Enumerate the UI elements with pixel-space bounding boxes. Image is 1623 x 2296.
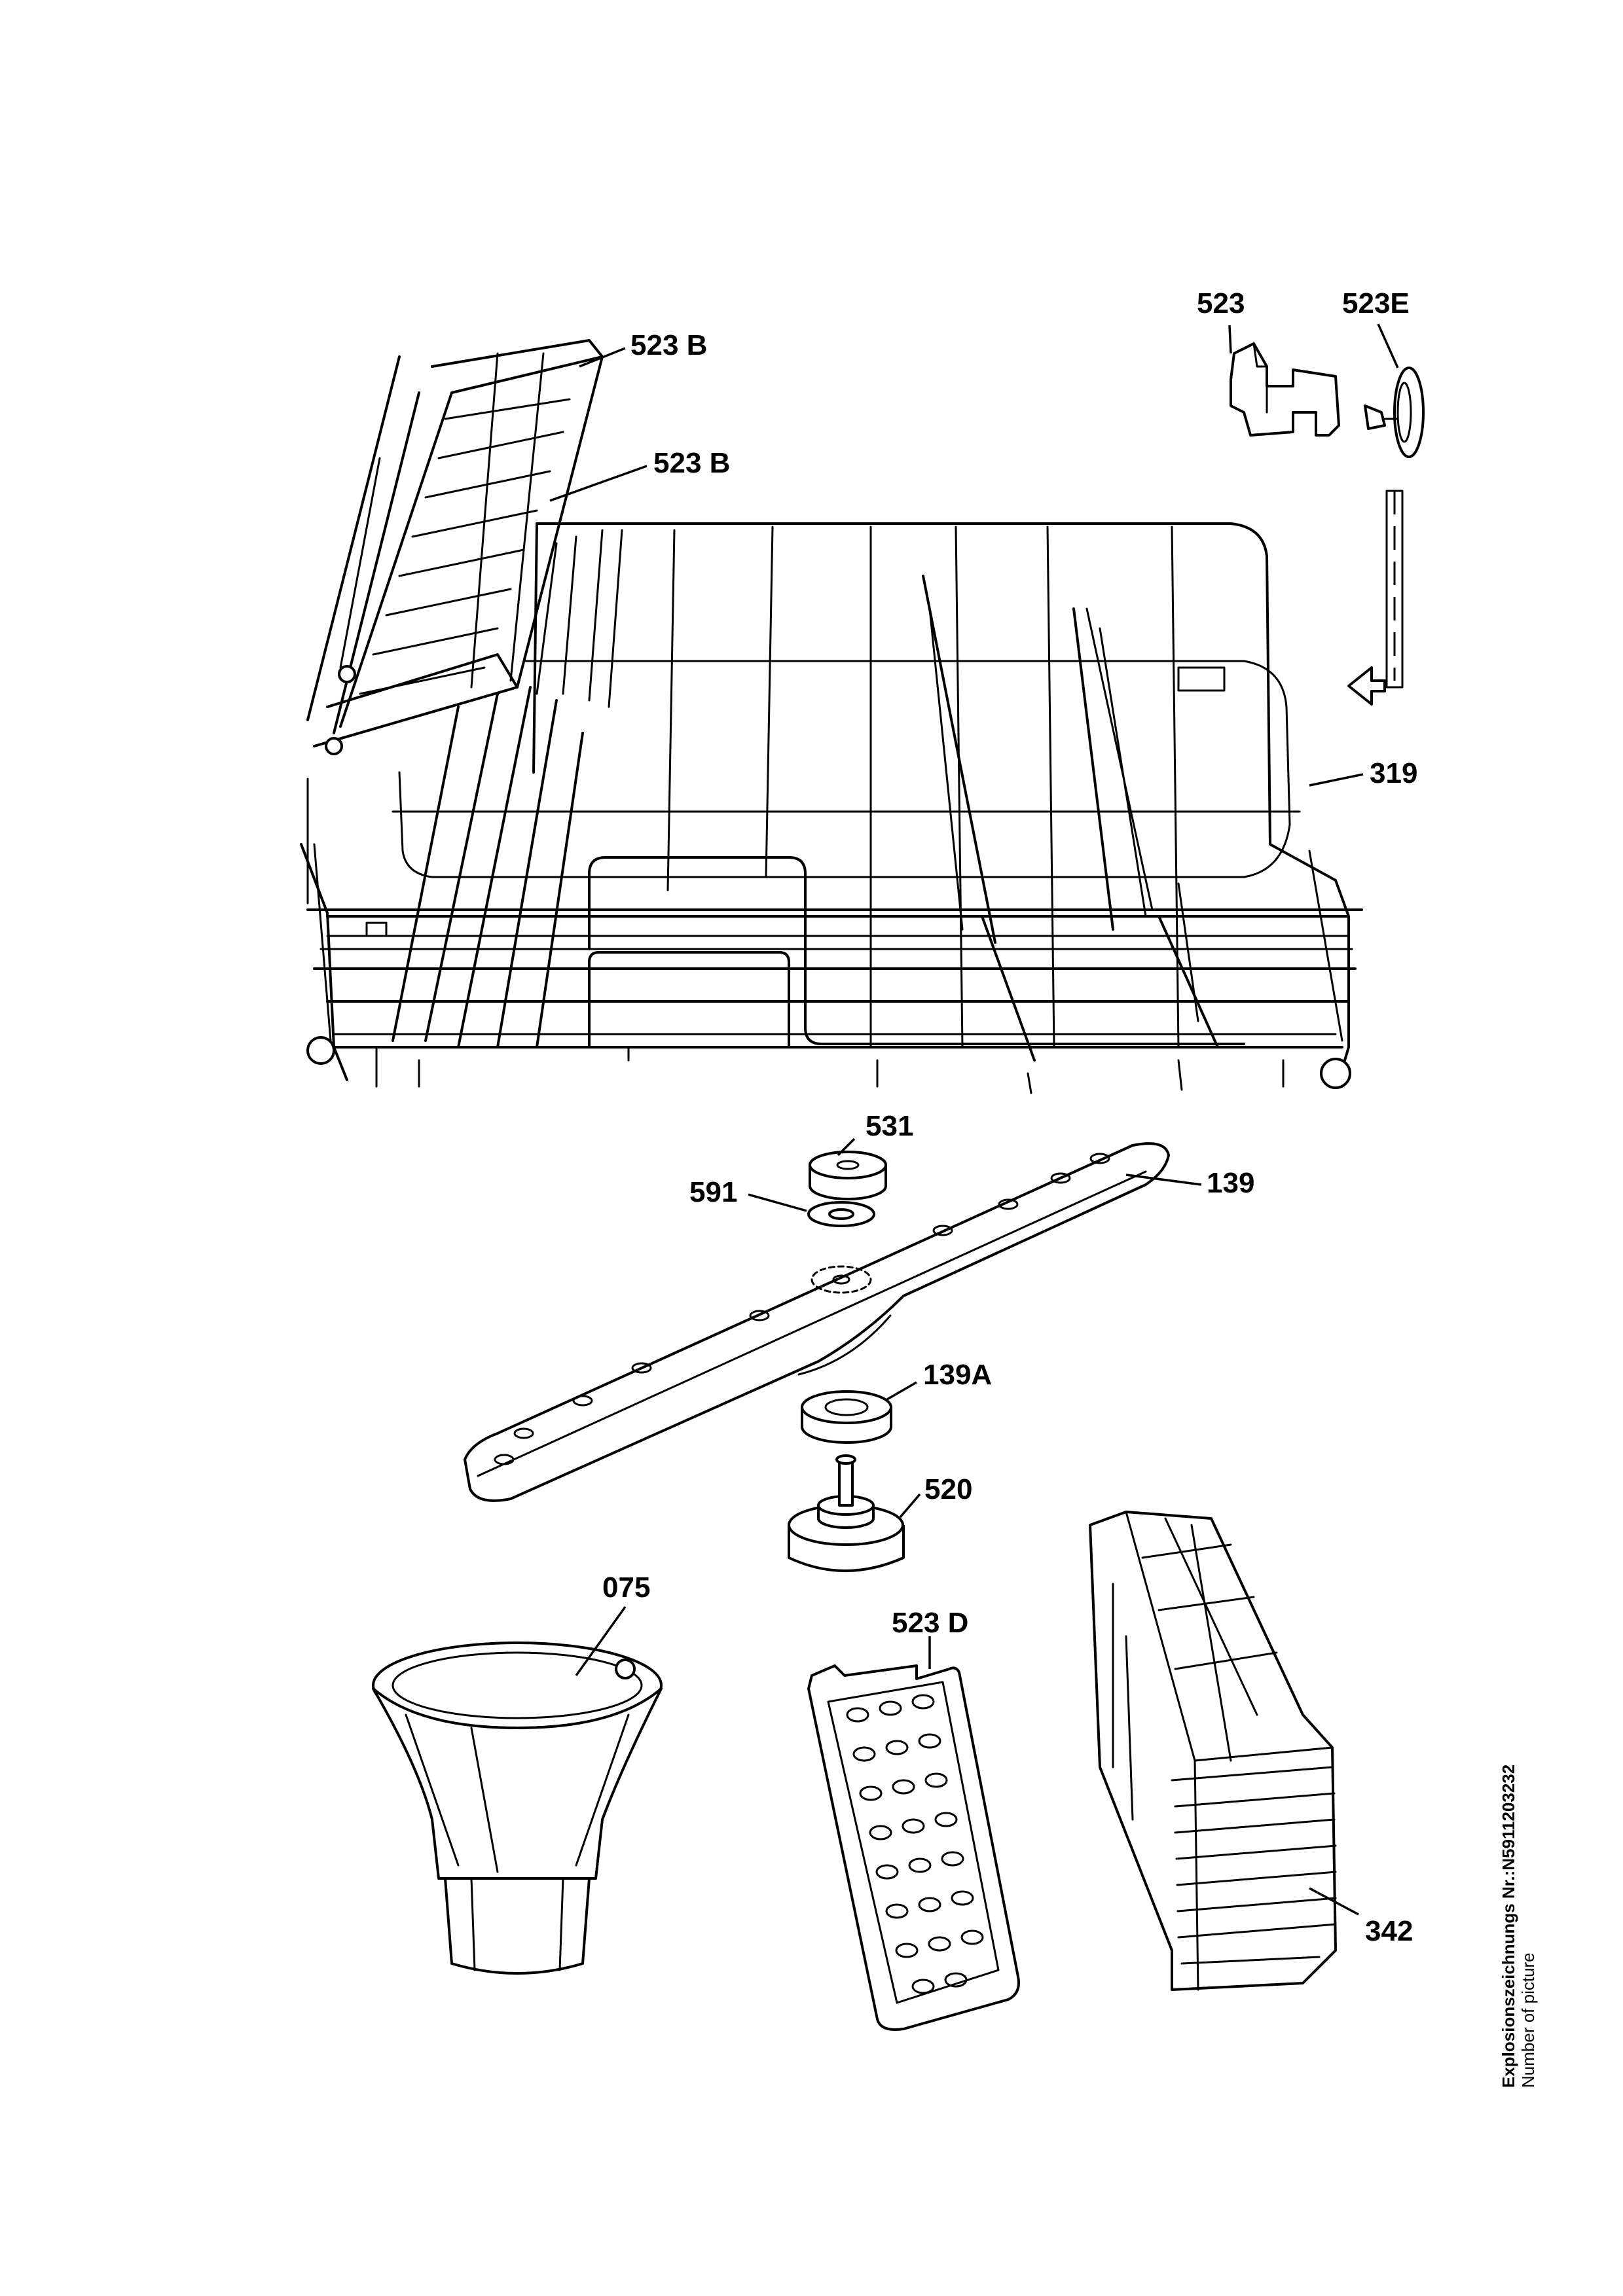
label-591: 591: [689, 1176, 737, 1208]
upper-basket-319: [300, 522, 1363, 1094]
holder-523d: [807, 1664, 1020, 2031]
picture-caption: Number of picture: [1518, 1952, 1538, 2088]
spray-arm-139: [464, 1142, 1170, 1502]
wheel-523e: [1364, 367, 1425, 458]
label-342: 342: [1365, 1915, 1413, 1947]
cutlery-basket-342: [1089, 1511, 1337, 1991]
clip-523: [1230, 342, 1340, 437]
label-520: 520: [924, 1473, 972, 1505]
assembly-indicator: [1347, 490, 1404, 706]
nut-531: [809, 1151, 887, 1200]
label-523d: 523 D: [892, 1607, 968, 1639]
label-523b-upper: 523 B: [630, 329, 707, 361]
leader-lines: [549, 323, 1399, 1916]
label-523: 523: [1197, 287, 1245, 319]
washer-591: [807, 1201, 875, 1227]
label-139a: 139A: [923, 1359, 992, 1391]
folding-rack-523b: [306, 339, 604, 755]
label-523e: 523E: [1342, 287, 1410, 319]
drawing-number-note: Explosionszeichnungs Nr.:N5911203232 Num…: [1499, 1765, 1539, 2088]
drawing-number: Explosionszeichnungs Nr.:N5911203232: [1499, 1764, 1518, 2088]
label-075: 075: [602, 1571, 650, 1604]
funnel-075: [372, 1641, 663, 1975]
label-139: 139: [1207, 1167, 1254, 1199]
label-531: 531: [866, 1110, 913, 1142]
label-319: 319: [1370, 757, 1417, 789]
part-labels: 523 B 523 B 523 523E 319 531 591 139 139…: [602, 287, 1417, 1947]
holder-perforations: [846, 1694, 984, 1994]
ring-139a: [801, 1390, 892, 1444]
hub-520: [788, 1454, 905, 1572]
label-523b-lower: 523 B: [653, 447, 730, 479]
